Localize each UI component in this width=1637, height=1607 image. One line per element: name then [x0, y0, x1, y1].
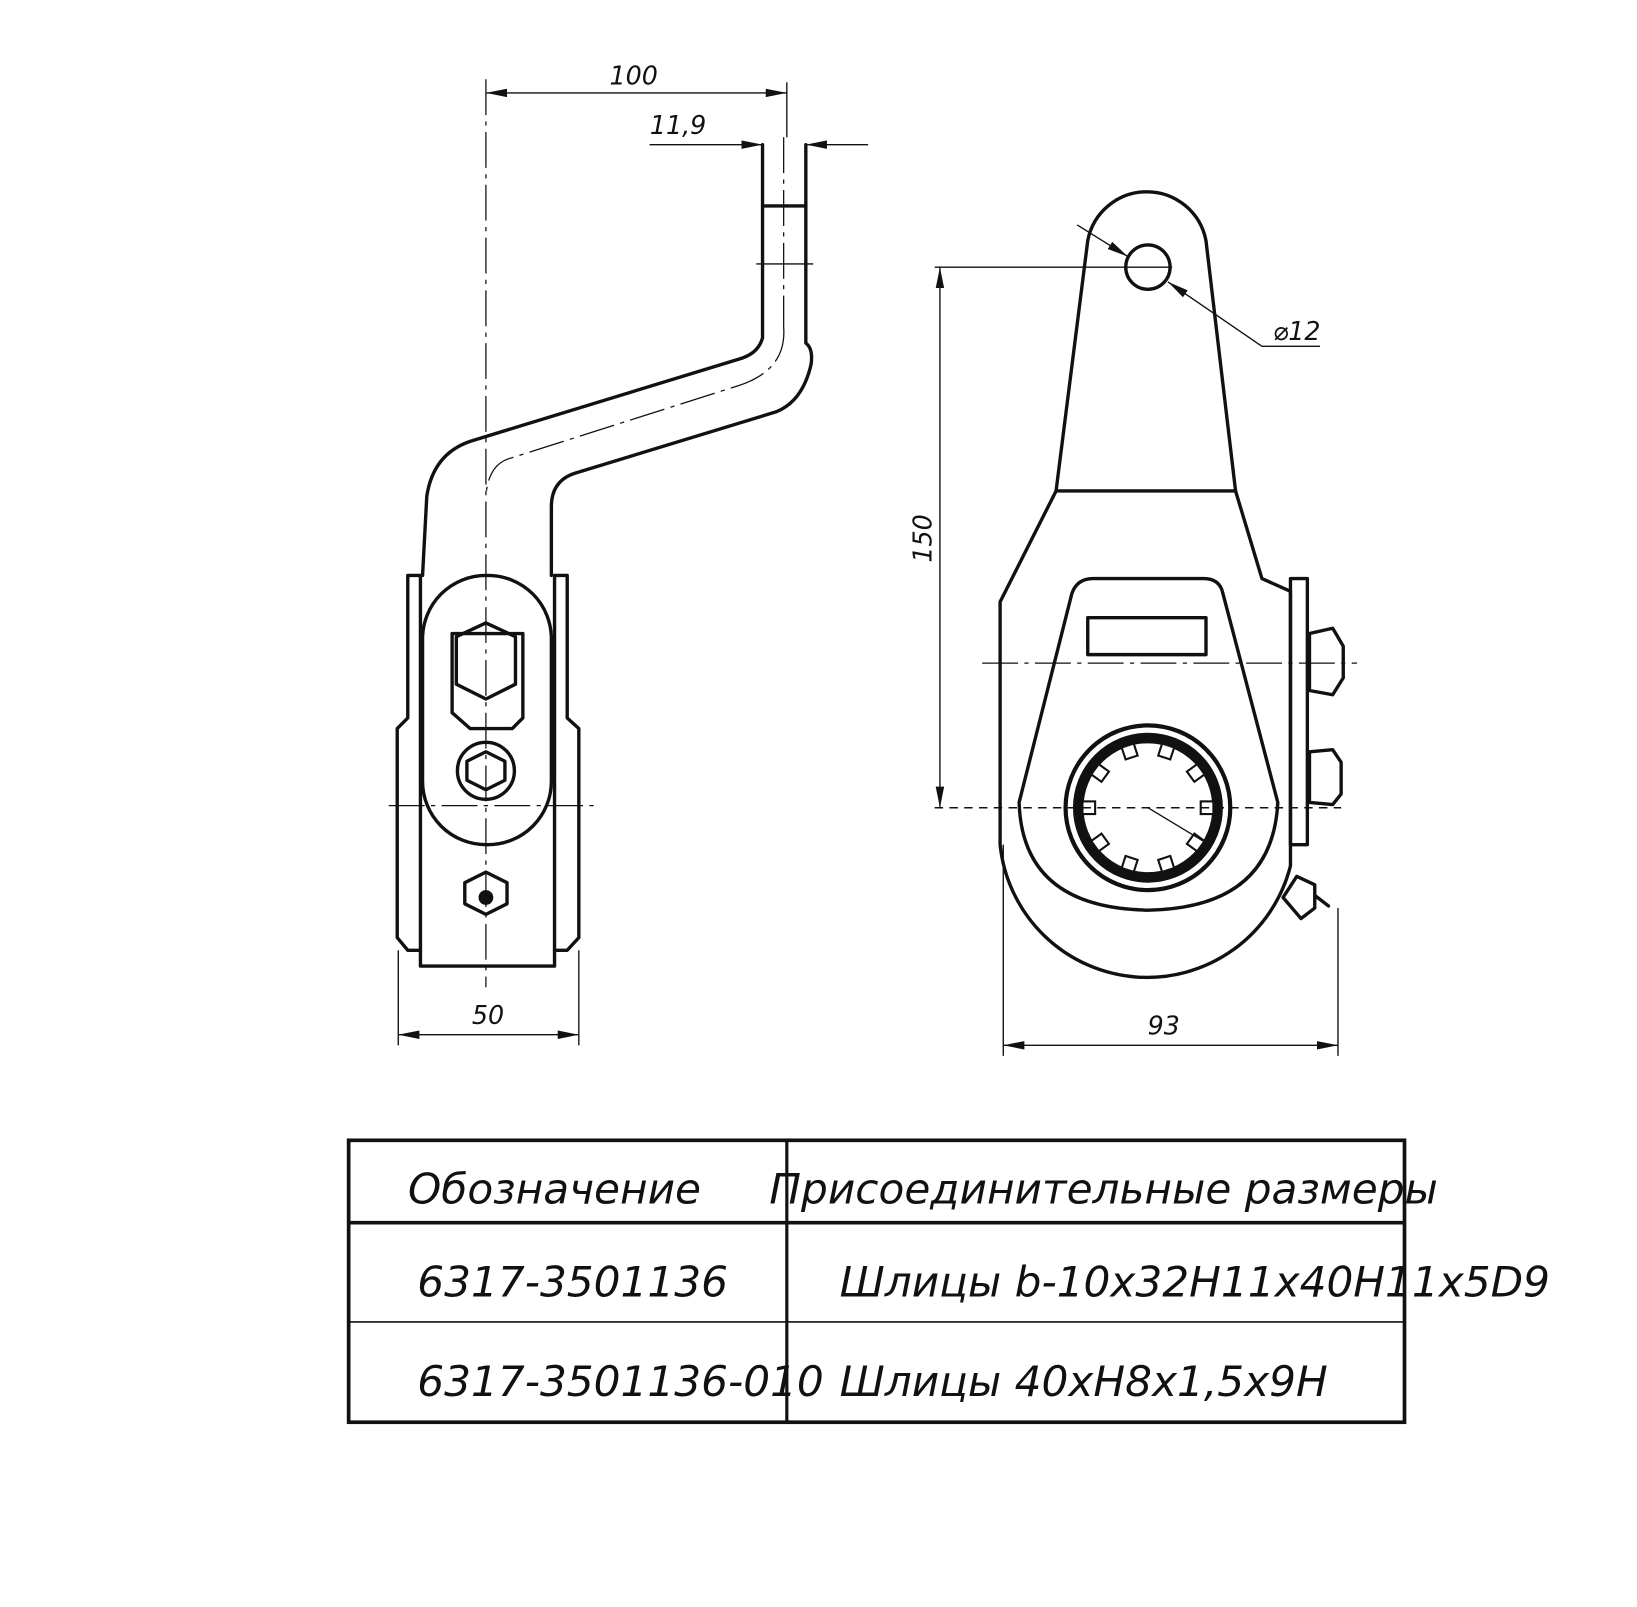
spline-tooth — [1156, 854, 1176, 874]
adjusting-nut-icon — [1307, 626, 1345, 697]
bolt-head-icon — [465, 750, 507, 792]
side-plate — [1288, 576, 1310, 847]
arm-outline-left — [420, 142, 765, 578]
spline-tooth — [1185, 762, 1207, 784]
dim-dia-12-label: ⌀12 — [1273, 316, 1320, 346]
table-header-designation: Обозначение — [408, 1165, 701, 1214]
dim-11-9-label: 11,9 — [650, 110, 706, 140]
dia-leader-in — [1076, 224, 1129, 258]
bore-leader — [1147, 807, 1210, 846]
grease-fitting-icon — [463, 870, 509, 917]
spline-tooth — [1089, 832, 1111, 853]
dim-100-label: 100 — [610, 60, 658, 90]
label-window — [1086, 615, 1208, 657]
side-view: 100 11,9 50 — [388, 60, 869, 1046]
lever-arm — [1054, 190, 1238, 493]
adjusting-nut-icon — [454, 621, 518, 701]
dim-150-label: 150 — [907, 514, 937, 562]
arm-outline-right — [549, 142, 814, 578]
spline-tooth — [1089, 762, 1111, 784]
left-flange — [395, 573, 423, 952]
front-view: 150 ⌀12 93 — [907, 190, 1357, 1056]
housing-outline — [998, 489, 1293, 980]
bolt-head-icon — [1307, 747, 1343, 807]
table-border — [346, 1138, 1407, 1425]
side-body — [418, 573, 557, 968]
bolt-washer — [455, 740, 517, 801]
grease-nipple-icon — [1281, 874, 1331, 921]
dim-50-label: 50 — [472, 1000, 504, 1030]
designation-table: Обозначение Присоединительные размеры 63… — [346, 1138, 1550, 1425]
grease-fitting-ball — [478, 890, 494, 905]
table-cell: Шлицы 40xH8x1,5x9H — [840, 1357, 1328, 1406]
spline-tooth — [1156, 742, 1176, 761]
dia-leader-out — [1167, 281, 1263, 347]
spline-tooth — [1185, 832, 1207, 853]
table-cell: 6317-3501136 — [417, 1258, 728, 1307]
arm-centerline — [485, 327, 785, 497]
spline-tooth — [1120, 742, 1139, 761]
table-header-dimensions: Присоединительные размеры — [769, 1165, 1438, 1214]
spline-tooth — [1120, 854, 1139, 874]
housing-boss — [1017, 576, 1280, 912]
table-cell: 6317-3501136-010 — [417, 1357, 824, 1406]
dim-93-label: 93 — [1148, 1011, 1180, 1041]
right-flange — [552, 573, 581, 952]
table-cell: Шлицы b-10x32H11x40H11x5D9 — [840, 1258, 1550, 1307]
lock-plate — [450, 631, 525, 731]
adjuster-plate — [420, 573, 554, 847]
